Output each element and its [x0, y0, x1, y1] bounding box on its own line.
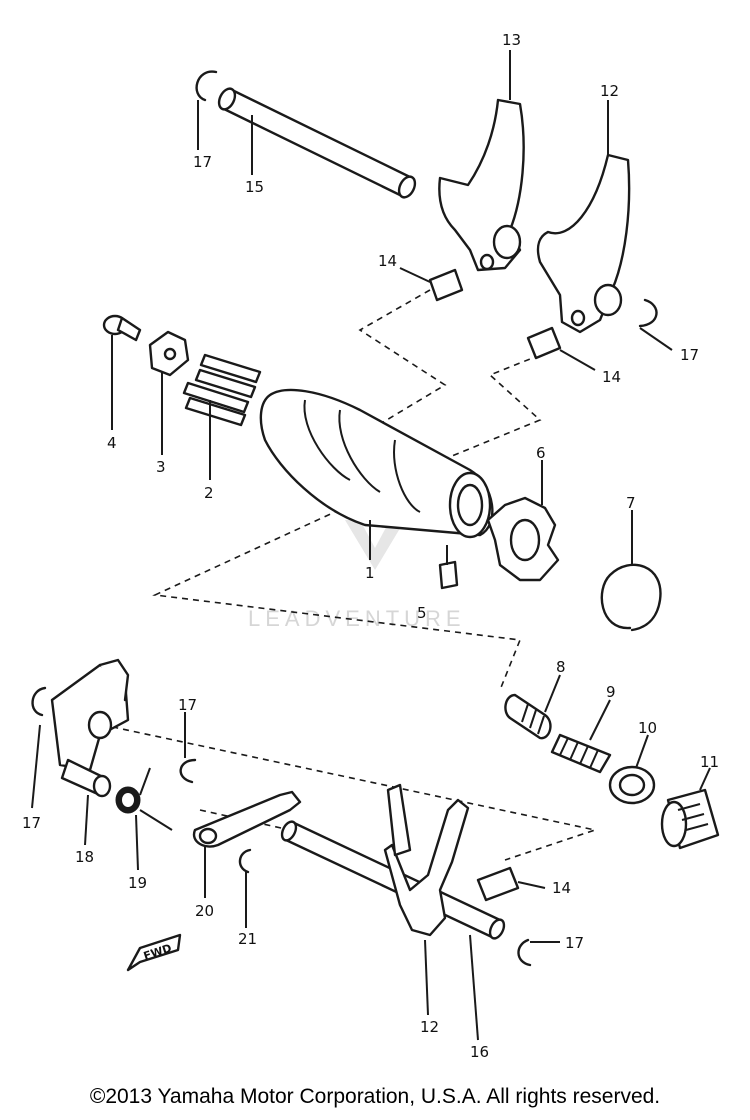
callout-numbers: 13 12 17 15 14 17 14 4 3 2 1 5 6 7 8 9 1… [22, 31, 719, 1061]
callout-20: 20 [195, 902, 214, 920]
dowel-pins [182, 353, 262, 427]
fwd-arrow-marker: FWD [126, 933, 182, 972]
callout-17: 17 [22, 814, 41, 832]
copyright-notice: ©2013 Yamaha Motor Corporation, U.S.A. A… [89, 1085, 661, 1108]
callout-8: 8 [556, 658, 566, 676]
callout-13: 13 [502, 31, 521, 49]
screw [102, 314, 142, 342]
callout-14: 14 [552, 879, 571, 897]
guide-pin-lower [476, 866, 520, 902]
callout-17: 17 [193, 153, 212, 171]
drum-pin [438, 560, 459, 590]
shift-lever [192, 790, 302, 848]
shift-drum [259, 388, 494, 539]
plug-bolt [660, 788, 720, 850]
callout-15: 15 [245, 178, 264, 196]
stopper-spring [550, 733, 612, 774]
shift-fork-shaft-upper [217, 87, 417, 199]
callout-11: 11 [700, 753, 719, 771]
callout-7: 7 [626, 494, 636, 512]
callout-17: 17 [680, 346, 699, 364]
callout-5: 5 [417, 604, 427, 622]
circlip-lower-right [517, 938, 532, 967]
return-spring [115, 767, 173, 831]
circlip-large [600, 563, 662, 632]
callout-6: 6 [536, 444, 546, 462]
callout-4: 4 [107, 434, 117, 452]
segment-plate [148, 330, 190, 377]
stopper-plunger [504, 693, 552, 740]
callout-12: 12 [600, 82, 619, 100]
gasket-washer [608, 765, 656, 805]
shift-fork-13 [438, 98, 525, 272]
callout-14: 14 [602, 368, 621, 386]
callout-21: 21 [238, 930, 257, 948]
circlip-left [31, 686, 47, 717]
shift-shaft-assy [50, 658, 130, 798]
callout-10: 10 [638, 719, 657, 737]
callout-14: 14 [378, 252, 397, 270]
callout-9: 9 [606, 683, 616, 701]
callout-12: 12 [420, 1018, 439, 1036]
callout-2: 2 [204, 484, 214, 502]
callout-17: 17 [565, 934, 584, 952]
callout-19: 19 [128, 874, 147, 892]
shift-fork-12-lower [383, 783, 470, 937]
shift-cam-segment [486, 496, 560, 582]
shift-fork-12-upper [536, 153, 631, 334]
watermark: LEADVENTURE [248, 520, 461, 631]
circlip-upper-right [638, 298, 658, 328]
circlip-upper-left [195, 70, 218, 102]
circlip-small [238, 848, 252, 874]
callout-16: 16 [470, 1043, 489, 1061]
guide-pin-upper [428, 268, 464, 302]
guide-pin-middle [526, 326, 562, 360]
callout-leader-lines [31, 50, 711, 1041]
callout-18: 18 [75, 848, 94, 866]
circlip-middle [179, 758, 197, 784]
callout-17: 17 [178, 696, 197, 714]
callout-3: 3 [156, 458, 166, 476]
callout-1: 1 [365, 564, 375, 582]
